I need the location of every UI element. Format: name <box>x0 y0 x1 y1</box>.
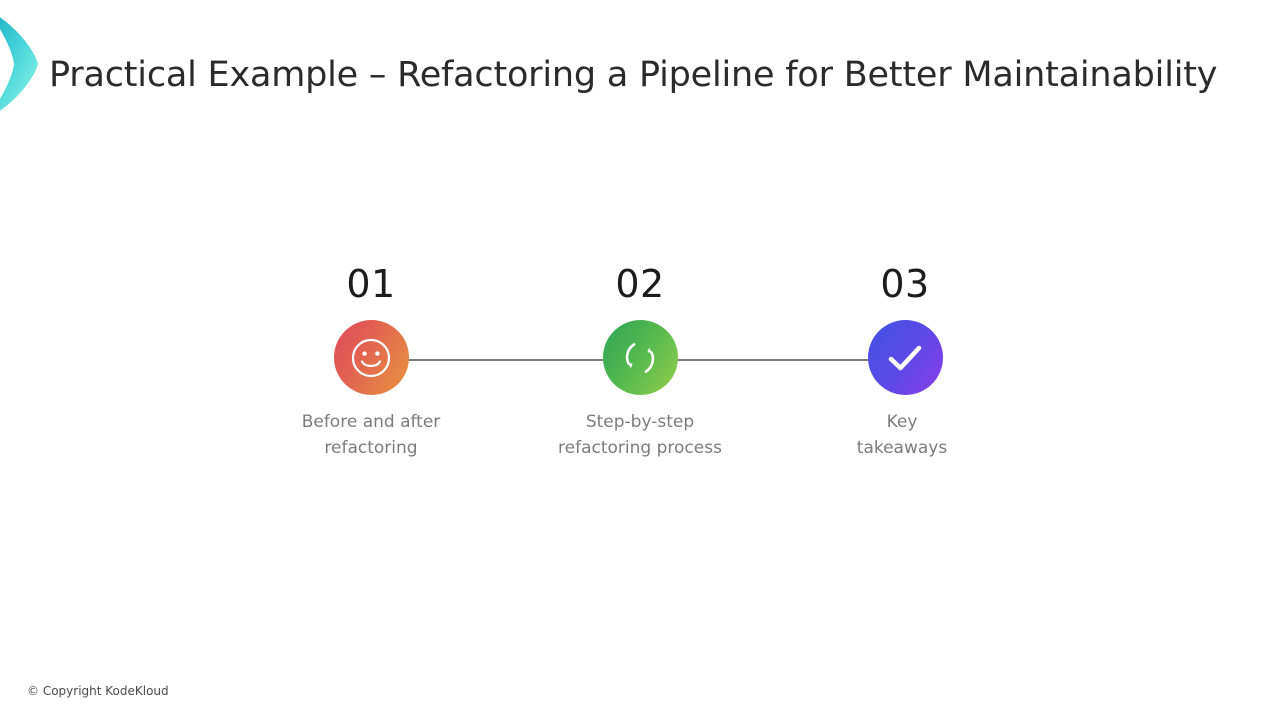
step-circle-1[interactable] <box>333 320 409 395</box>
timeline-step-2[interactable]: 02 Step-by-step refactoring process <box>520 262 760 461</box>
step-number-1: 01 <box>346 262 396 306</box>
timeline-step-1[interactable]: 01 Before and after refactoring <box>251 262 491 461</box>
checkmark-icon <box>888 345 922 370</box>
step-caption-2: Step-by-step refactoring process <box>558 412 722 458</box>
smiley-face-icon <box>351 338 391 377</box>
step-circle-2[interactable] <box>602 320 678 395</box>
timeline-connector-2-3 <box>674 359 873 361</box>
step-circle-3[interactable] <box>867 320 943 395</box>
copyright-notice: © Copyright KodeKloud <box>27 684 169 698</box>
refresh-cycle-icon <box>625 342 655 373</box>
step-number-3: 03 <box>880 262 930 306</box>
step-caption-1: Before and after refactoring <box>301 412 441 458</box>
step-caption-3: Key takeaways <box>856 412 948 458</box>
step-number-2: 02 <box>615 262 665 306</box>
timeline-connector-1-2 <box>405 359 605 361</box>
timeline-step-3[interactable]: 03 Key takeaways <box>785 262 1025 461</box>
page-title: Practical Example – Refactoring a Pipeli… <box>49 55 1218 95</box>
